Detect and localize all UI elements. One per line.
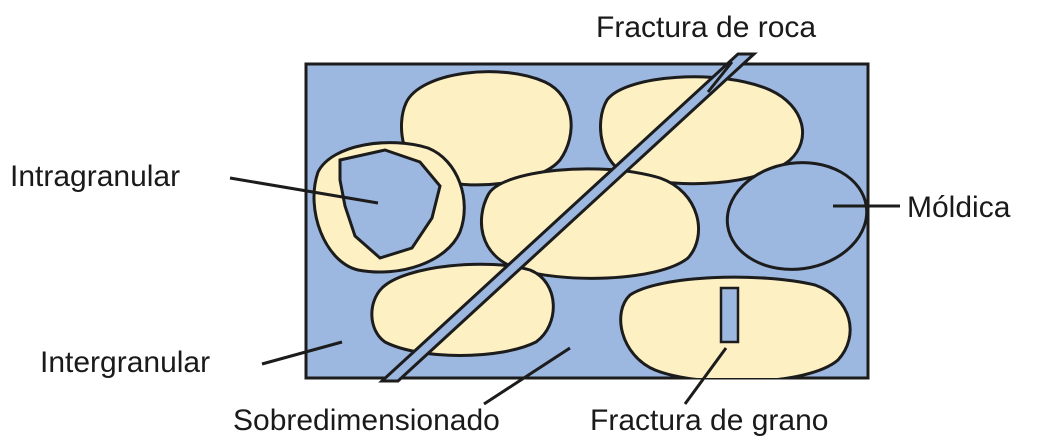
label-intergranular: Intergranular	[40, 346, 210, 379]
label-grain-fracture: Fractura de grano	[590, 404, 828, 437]
label-oversized: Sobredimensionado	[233, 404, 500, 437]
label-intragranular: Intragranular	[10, 160, 180, 193]
grain-fracture	[721, 288, 738, 342]
label-rock-fracture: Fractura de roca	[596, 11, 816, 44]
label-moldic: Móldica	[907, 191, 1011, 224]
